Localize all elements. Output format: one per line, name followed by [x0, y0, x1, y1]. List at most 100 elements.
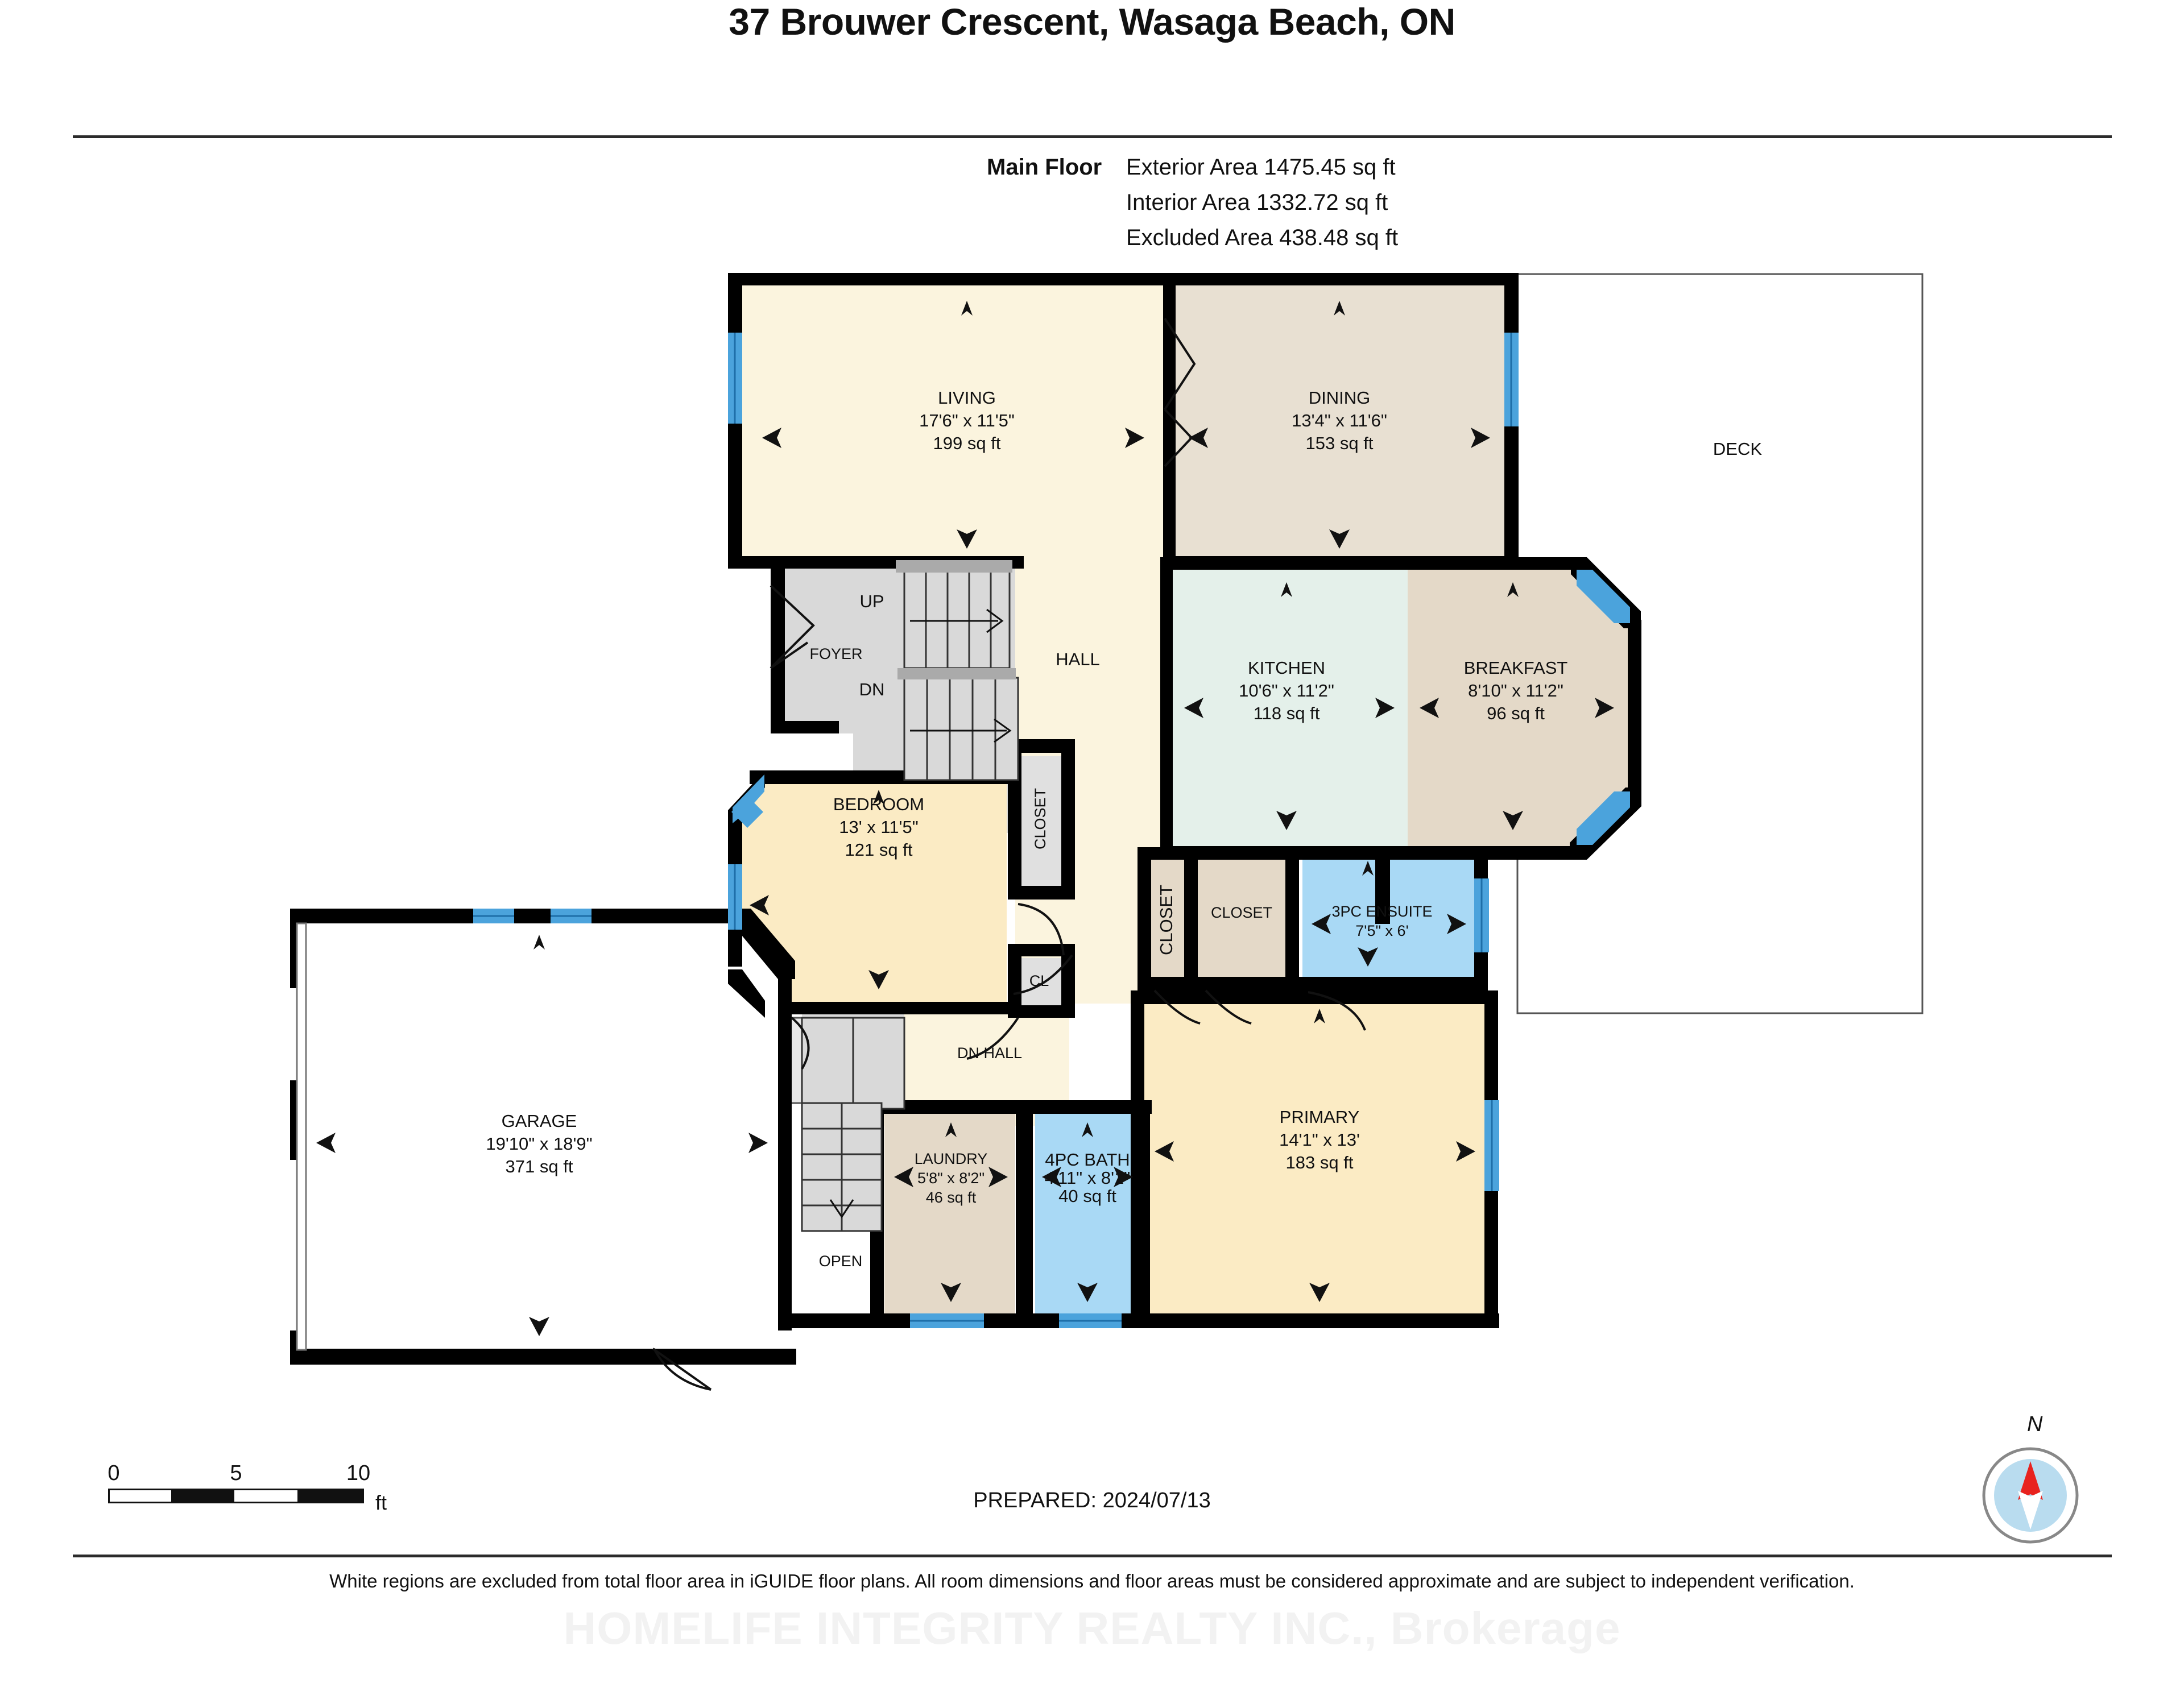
stairs-upper: [896, 560, 1012, 669]
room-label-closet-bedroom: CLOSET: [1031, 788, 1050, 849]
interior-area: Interior Area 1332.72 sq ft: [1126, 190, 1388, 215]
room-label-closet-b: CLOSET: [1211, 903, 1272, 922]
walls: [290, 273, 1641, 1365]
divider-bottom: [73, 1555, 2112, 1557]
room-dims: 19'10" x 18'9": [486, 1134, 593, 1154]
room-name: CLOSET: [1156, 884, 1176, 956]
room-fill-ensuite: [1302, 850, 1484, 981]
room-label-bath: 4PC BATH 4'11" x 8'1" 40 sq ft: [1045, 1151, 1130, 1205]
room-name: BEDROOM: [833, 794, 925, 814]
room-fill-closet-b: [1198, 859, 1286, 981]
room-fill-open: [802, 1228, 882, 1313]
scale-seg-4: [297, 1490, 362, 1502]
room-label-cl: CL: [1029, 971, 1049, 990]
page-title: 37 Brouwer Crescent, Wasaga Beach, ON: [729, 1, 1455, 43]
brokerage-watermark: HOMELIFE INTEGRITY REALTY INC., Brokerag…: [563, 1603, 1621, 1653]
room-area: 153 sq ft: [1305, 433, 1374, 453]
room-name: HALL: [1056, 649, 1100, 669]
room-fill-laundry: [884, 1112, 1015, 1313]
room-fill-bath: [1035, 1112, 1140, 1313]
room-fill-garage: [296, 910, 791, 1359]
room-label-kitchen: KITCHEN 10'6" x 11'2" 118 sq ft: [1239, 657, 1334, 725]
room-label-garage: GARAGE 19'10" x 18'9" 371 sq ft: [486, 1110, 592, 1178]
room-dims: 13' x 11'5": [839, 817, 919, 837]
room-name: DN HALL: [957, 1044, 1023, 1062]
scale-bar: 0 5 10 ft: [107, 1461, 387, 1514]
room-label-living: LIVING 17'6" x 11'5" 199 sq ft: [919, 387, 1015, 455]
room-dims: 14'1" x 13': [1279, 1130, 1360, 1150]
scale-tick-10: 10: [346, 1461, 371, 1485]
room-label-ensuite: 3PC ENSUITE 7'5" x 6': [1331, 902, 1432, 940]
room-name: 3PC ENSUITE: [1331, 903, 1433, 920]
room-name: LAUNDRY: [914, 1150, 988, 1167]
scale-unit: ft: [375, 1491, 387, 1514]
room-area: 40 sq ft: [1058, 1186, 1116, 1206]
room-dims: 13'4" x 11'6": [1292, 411, 1387, 430]
room-area: 96 sq ft: [1487, 703, 1545, 723]
room-name: CL: [1029, 972, 1049, 989]
prepared-date: PREPARED: 2024/07/13: [973, 1489, 1211, 1512]
room-label-bedroom: BEDROOM 13' x 11'5" 121 sq ft: [833, 793, 924, 861]
room-fill-kitchen: [1172, 569, 1408, 847]
stairs-lower-upper: [897, 668, 1019, 781]
room-label-foyer: FOYER: [809, 644, 862, 664]
room-name: LIVING: [938, 388, 996, 408]
room-dims: 7'5" x 6': [1355, 922, 1409, 939]
room-area: 118 sq ft: [1253, 703, 1320, 723]
windows: [473, 333, 1630, 1328]
room-area: 199 sq ft: [933, 433, 1001, 453]
floor-label: Main Floor: [987, 155, 1102, 180]
exterior-area: Exterior Area 1475.45 sq ft: [1126, 155, 1396, 180]
scale-bar-graphic: [108, 1489, 364, 1503]
room-label-dn: DN: [859, 678, 885, 701]
room-dims: 10'6" x 11'2": [1239, 681, 1334, 701]
room-area: 371 sq ft: [505, 1157, 573, 1176]
room-label-dnhall: DN HALL: [957, 1043, 1022, 1063]
room-name: 4PC BATH: [1045, 1150, 1130, 1170]
room-dims: 5'8" x 8'2": [917, 1170, 985, 1187]
scale-ticks: 0 5 10: [107, 1461, 371, 1489]
door-swings: [652, 317, 1366, 1391]
room-name: UP: [859, 591, 884, 611]
dimension-arrows: [316, 301, 1614, 1336]
room-label-closet-a: CLOSET: [1156, 884, 1176, 956]
scale-tick-5: 5: [230, 1461, 242, 1485]
excluded-area: Excluded Area 438.48 sq ft: [1126, 225, 1399, 250]
room-fill-primary: [1143, 992, 1493, 1313]
room-name: BREAKFAST: [1463, 658, 1568, 678]
room-name: KITCHEN: [1247, 658, 1326, 678]
room-fill-dining: [1174, 284, 1504, 566]
scale-seg-2: [171, 1490, 234, 1502]
compass-icon: [1982, 1447, 2079, 1544]
garage-door: [296, 922, 307, 1351]
disclaimer-text: White regions are excluded from total fl…: [329, 1570, 1855, 1591]
room-name: OPEN: [818, 1253, 863, 1270]
room-name: PRIMARY: [1279, 1107, 1360, 1127]
room-fill-breakfast: [1408, 569, 1629, 847]
room-fill-bedroom: [742, 782, 1007, 1004]
room-area: 121 sq ft: [845, 840, 913, 860]
compass-north-label: N: [2027, 1412, 2043, 1436]
room-label-hall: HALL: [1056, 648, 1100, 671]
room-dims: 4'11" x 8'1": [1044, 1168, 1131, 1188]
room-name: CLOSET: [1210, 904, 1273, 921]
room-dims: 17'6" x 11'5": [919, 411, 1015, 430]
room-name: CLOSET: [1032, 787, 1049, 850]
room-dims: 8'10" x 11'2": [1468, 681, 1563, 701]
room-area: 46 sq ft: [925, 1189, 977, 1206]
room-label-up: UP: [859, 590, 884, 613]
room-area: 183 sq ft: [1285, 1153, 1354, 1172]
scale-tick-0: 0: [107, 1461, 120, 1485]
room-fill-closet-a: [1149, 859, 1184, 981]
room-name: DN: [859, 679, 885, 699]
room-name: DECK: [1713, 439, 1763, 459]
room-name: DINING: [1308, 388, 1371, 408]
room-name: FOYER: [809, 645, 863, 662]
room-fill-living: [742, 284, 1163, 566]
divider-top: [73, 135, 2112, 138]
room-label-open: OPEN: [819, 1251, 863, 1271]
room-label-primary: PRIMARY 14'1" x 13' 183 sq ft: [1279, 1106, 1360, 1174]
